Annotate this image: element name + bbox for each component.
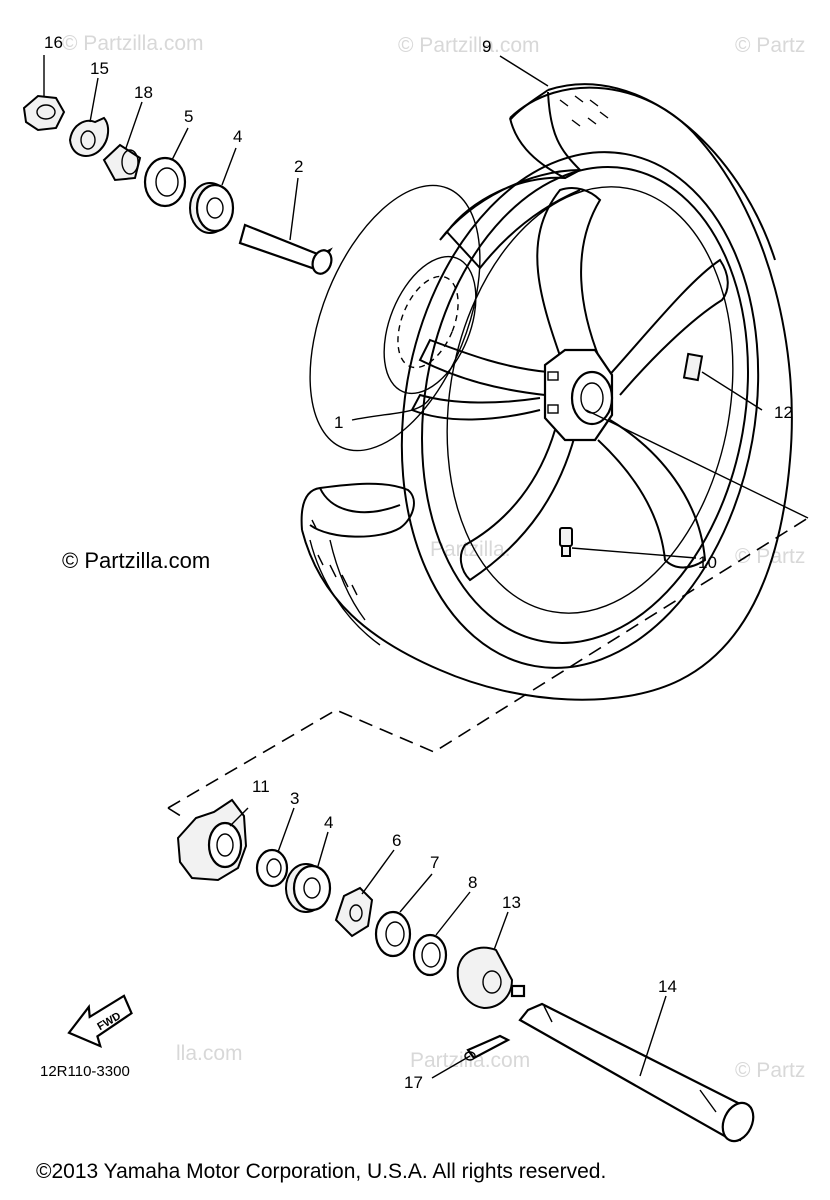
spacer-tube <box>238 223 333 275</box>
callout-18: 18 <box>134 83 153 102</box>
tire <box>300 83 793 701</box>
gear-unit-drive <box>176 798 248 882</box>
copyright-notice: ©2013 Yamaha Motor Corporation, U.S.A. A… <box>36 1160 607 1183</box>
speedometer-gear-unit <box>456 946 526 1010</box>
cotter-pin <box>464 1034 511 1061</box>
hub <box>543 348 614 442</box>
bearing-lower <box>285 863 332 913</box>
callout-12: 12 <box>774 403 793 422</box>
watermark-top-center: © Partzilla.com <box>398 34 540 57</box>
callout-16: 16 <box>44 33 63 52</box>
callout-6: 6 <box>392 831 401 850</box>
nut <box>22 94 66 132</box>
valve <box>559 527 573 557</box>
oil-seal-lower <box>255 848 289 888</box>
callout-14: 14 <box>658 977 677 996</box>
callout-5: 5 <box>184 107 193 126</box>
callout-4-lower: 4 <box>324 813 333 832</box>
callout-13: 13 <box>502 893 521 912</box>
watermark-middle-center: Partzilla. <box>430 538 511 561</box>
watermark-bottom-right: © Partz <box>735 1059 805 1082</box>
watermark-top-right: © Partz <box>735 34 805 57</box>
spokes <box>410 187 729 582</box>
diagram-code: 12R110-3300 <box>40 1063 130 1080</box>
watermark-bottom-left: lla.com <box>176 1042 243 1065</box>
callout-8: 8 <box>468 873 477 892</box>
washer <box>412 933 448 977</box>
callout-9: 9 <box>482 37 491 56</box>
dashed-assembly-line <box>167 517 809 819</box>
wheel-axle <box>518 1002 755 1143</box>
callout-10: 10 <box>698 553 717 572</box>
clutch-retainer <box>334 886 374 938</box>
wheel-assembly <box>300 83 793 701</box>
plate-washer <box>68 116 110 157</box>
callout-11: 11 <box>252 777 270 796</box>
balance-weight <box>682 352 704 382</box>
leader-lines <box>43 55 809 1079</box>
watermark-middle-right: © Partz <box>735 545 805 568</box>
callout-labels: 16 15 18 5 4 2 9 1 12 10 11 3 4 6 7 8 13… <box>44 33 793 1092</box>
watermark-middle-left: © Partzilla.com <box>62 548 210 573</box>
oil-seal <box>143 156 187 208</box>
callout-15: 15 <box>90 59 109 78</box>
watermark-top-left: © Partzilla.com <box>62 32 204 55</box>
callout-3: 3 <box>290 789 299 808</box>
callout-1: 1 <box>334 413 343 432</box>
forward-direction-arrow: FWD <box>67 994 133 1048</box>
callout-4-upper: 4 <box>233 127 242 146</box>
brake-disc-outline <box>309 184 481 452</box>
bearing-upper <box>189 182 235 234</box>
collar <box>102 143 142 182</box>
rim <box>400 151 760 669</box>
callout-7: 7 <box>430 853 439 872</box>
oil-seal-gear <box>374 910 412 958</box>
callout-17: 17 <box>404 1073 423 1092</box>
callout-2: 2 <box>294 157 303 176</box>
